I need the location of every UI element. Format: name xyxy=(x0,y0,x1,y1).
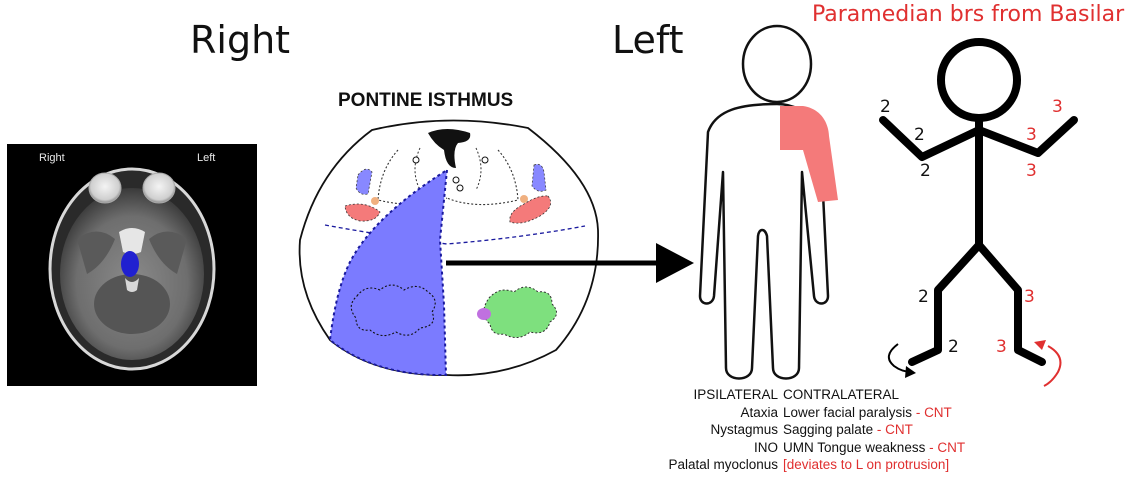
ipsilateral-deficit: Nystagmus xyxy=(710,422,778,437)
mri-axial-image: Right Left xyxy=(7,144,257,386)
contralateral-deficit: [deviates to L on protrusion] xyxy=(783,456,949,474)
stick-left-arm xyxy=(975,116,1078,157)
pons-cross-section xyxy=(298,119,599,377)
left-red-nucleus xyxy=(509,195,552,224)
contralateral-deficit-text: UMN Tongue weakness xyxy=(783,439,926,455)
left-eye-globe xyxy=(142,172,176,204)
contralateral-header: CONTRALATERAL xyxy=(783,387,900,402)
table-row: Palatal myoclonus [deviates to L on protr… xyxy=(640,456,965,474)
deficit-tag: CNT xyxy=(937,439,966,455)
cerebellum xyxy=(94,274,170,334)
contralateral-deficit: UMN Tongue weakness - CNT xyxy=(783,439,965,457)
right-eye-globe xyxy=(88,172,122,204)
deficit-tag: CNT xyxy=(885,422,913,437)
grade-left-thigh: 3 xyxy=(1024,287,1035,307)
arrow-head xyxy=(656,243,694,283)
contralateral-deficit-text: Sagging palate xyxy=(783,422,874,437)
deficit-separator: - xyxy=(925,439,938,455)
pons-to-body-arrow xyxy=(446,243,694,283)
infarct-region xyxy=(328,168,449,377)
right-pontine-nuclei xyxy=(350,284,436,337)
grade-right-forearm: 2 xyxy=(920,161,931,181)
midline-nucleus-lower xyxy=(456,184,464,192)
table-row: Ataxia Lower facial paralysis - CNT xyxy=(640,404,965,422)
deficit-tag: CNT xyxy=(924,404,952,420)
grade-left-upper-arm: 3 xyxy=(1026,125,1037,145)
contralateral-arm-deficit xyxy=(780,106,838,202)
left-orange-nucleus xyxy=(520,195,528,203)
lemniscus-boundary xyxy=(324,224,586,245)
prepontine-csf xyxy=(119,228,145,254)
contralateral-deficit-text: Lower facial paralysis xyxy=(783,404,913,420)
right-foot-arrowhead xyxy=(905,366,916,378)
grade-right-thigh: 2 xyxy=(918,287,929,307)
deficits-table: IPSILATERAL CONTRALATERAL Ataxia Lower fa… xyxy=(640,386,965,474)
contralateral-deficit: Lower facial paralysis - CNT xyxy=(783,404,952,422)
mri-right-label: Right xyxy=(39,152,65,164)
table-row: Nystagmus Sagging palate - CNT xyxy=(640,421,965,439)
right-blue-nucleus xyxy=(355,168,373,195)
ipsilateral-deficit: Palatal myoclonus xyxy=(668,457,778,472)
right-red-nucleus xyxy=(344,203,381,222)
ipsilateral-header: IPSILATERAL xyxy=(693,387,778,402)
mri-drawing xyxy=(48,167,216,371)
human-body-figure xyxy=(698,24,838,380)
body-outline xyxy=(698,102,830,380)
midline-nucleus-upper xyxy=(452,176,460,184)
fourth-ventricle xyxy=(125,278,139,292)
stick-left-leg xyxy=(975,241,1046,366)
artery-label: Paramedian brs from Basilar xyxy=(812,2,1125,27)
grade-left-leg: 3 xyxy=(996,337,1007,357)
stick-head xyxy=(937,38,1021,122)
left-blue-nucleus xyxy=(531,163,547,192)
stick-right-arm xyxy=(879,116,983,161)
pons-diagram-title: PONTINE ISTHMUS xyxy=(338,90,514,111)
left-pontine-nuclei xyxy=(483,286,557,338)
body-head xyxy=(741,24,813,104)
grade-right-shoulder: 2 xyxy=(880,97,891,117)
grade-left-forearm: 3 xyxy=(1026,161,1037,181)
purple-nucleus xyxy=(477,308,491,320)
table-row: INO UMN Tongue weakness - CNT xyxy=(640,439,965,457)
right-temporal-lobe xyxy=(77,231,115,274)
contralateral-deficit: Sagging palate - CNT xyxy=(783,421,913,439)
ipsilateral-deficit: Ataxia xyxy=(740,404,778,420)
strength-grades: 2 2 2 3 3 3 2 2 3 3 xyxy=(880,97,1063,357)
pontine-lesion xyxy=(121,251,139,277)
right-cerebellar-peduncle xyxy=(377,149,448,206)
table-header-row: IPSILATERAL CONTRALATERAL xyxy=(640,386,965,404)
grade-left-shoulder: 3 xyxy=(1052,97,1063,117)
left-side-heading: Left xyxy=(612,18,684,62)
grade-right-leg: 2 xyxy=(948,337,959,357)
left-foot-curve-arrow xyxy=(1043,345,1062,387)
right-side-heading: Right xyxy=(190,18,291,62)
stick-right-leg xyxy=(908,241,983,366)
fourth-ventricle-shape xyxy=(428,129,471,168)
mri-left-label: Left xyxy=(197,152,216,164)
left-temporal-lobe xyxy=(149,231,187,274)
left-foot-arrowhead xyxy=(1034,340,1046,350)
left-cerebellar-peduncle xyxy=(446,149,519,206)
grade-right-upper-arm: 2 xyxy=(914,125,925,145)
ipsilateral-deficit: INO xyxy=(753,439,778,455)
stick-figure xyxy=(879,38,1078,366)
right-small-nucleus xyxy=(412,156,420,164)
left-small-nucleus xyxy=(481,156,489,164)
deficit-tag: [deviates to L on protrusion] xyxy=(783,457,950,472)
deficit-separator: - xyxy=(912,404,925,420)
right-orange-nucleus xyxy=(371,197,379,205)
deficit-separator: - xyxy=(873,422,886,437)
